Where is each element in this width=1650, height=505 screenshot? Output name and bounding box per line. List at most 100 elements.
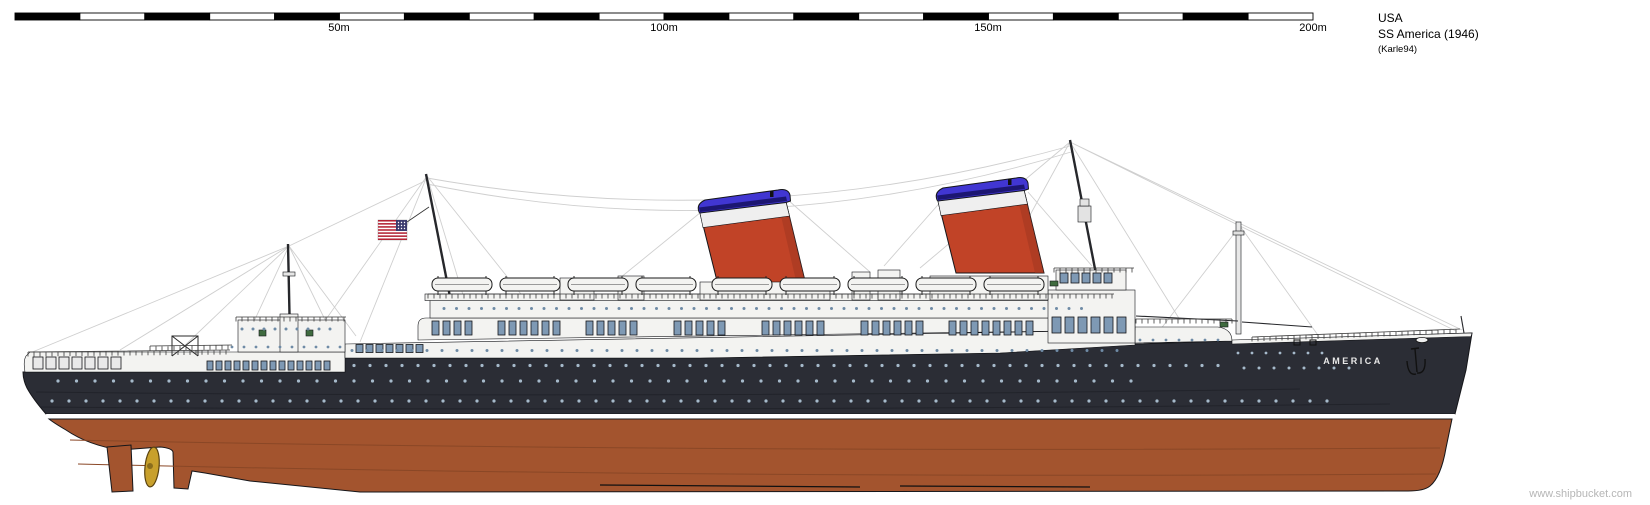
railing bbox=[1135, 318, 1233, 324]
porthole bbox=[1110, 379, 1115, 383]
window bbox=[287, 360, 295, 371]
porthole bbox=[832, 363, 836, 368]
scale-segment bbox=[1247, 12, 1314, 21]
porthole bbox=[518, 379, 523, 383]
porthole bbox=[767, 307, 771, 310]
porthole bbox=[1104, 363, 1108, 368]
scale-segment bbox=[468, 12, 535, 21]
flag-stripe bbox=[378, 223, 407, 225]
winch bbox=[1049, 280, 1059, 287]
porthole bbox=[254, 345, 258, 349]
porthole bbox=[890, 349, 894, 352]
porthole bbox=[400, 363, 404, 368]
porthole bbox=[752, 363, 756, 368]
scale-segment bbox=[533, 12, 600, 21]
porthole bbox=[526, 399, 530, 403]
derrick-boom-tip bbox=[1241, 321, 1313, 328]
boot-topping bbox=[46, 414, 1455, 419]
window bbox=[269, 360, 277, 371]
rigging-lines bbox=[29, 141, 1463, 354]
porthole bbox=[410, 349, 414, 352]
porthole bbox=[517, 307, 521, 310]
funnel-guys bbox=[619, 191, 1093, 279]
window bbox=[45, 356, 57, 370]
porthole-rows bbox=[50, 307, 1351, 403]
porthole bbox=[934, 399, 938, 403]
porthole bbox=[875, 349, 879, 352]
porthole bbox=[1087, 399, 1091, 403]
country-label: USA bbox=[1378, 11, 1403, 25]
porthole bbox=[1308, 399, 1312, 403]
porthole bbox=[628, 399, 632, 403]
porthole bbox=[860, 349, 864, 352]
porthole bbox=[720, 363, 724, 368]
porthole bbox=[1242, 366, 1246, 370]
porthole bbox=[356, 399, 360, 403]
window bbox=[442, 320, 451, 336]
porthole bbox=[273, 327, 277, 331]
porthole bbox=[1056, 363, 1060, 368]
porthole bbox=[717, 307, 721, 310]
porthole bbox=[832, 399, 836, 403]
porthole bbox=[640, 363, 644, 368]
window bbox=[552, 320, 561, 336]
porthole bbox=[370, 379, 375, 383]
scale-segment bbox=[339, 12, 405, 21]
derrick-boom bbox=[1135, 315, 1239, 322]
porthole bbox=[1073, 379, 1078, 383]
porthole bbox=[907, 379, 911, 383]
porthole bbox=[480, 363, 484, 368]
porthole bbox=[768, 363, 772, 368]
porthole bbox=[655, 307, 658, 310]
porthole bbox=[781, 399, 785, 403]
window bbox=[882, 320, 891, 336]
porthole bbox=[710, 349, 714, 352]
porthole bbox=[611, 379, 615, 383]
flag-star bbox=[397, 221, 400, 224]
window bbox=[431, 320, 440, 336]
flag-star bbox=[400, 227, 403, 230]
railing bbox=[27, 349, 231, 357]
porthole bbox=[302, 345, 306, 349]
porthole bbox=[1136, 363, 1140, 368]
porthole bbox=[380, 349, 384, 352]
porthole bbox=[1042, 307, 1046, 310]
flag-star bbox=[400, 221, 403, 224]
porthole bbox=[784, 363, 788, 368]
bridge-block bbox=[1047, 289, 1136, 344]
window bbox=[1103, 272, 1113, 284]
window bbox=[992, 320, 1001, 336]
deck-railings bbox=[27, 267, 1461, 357]
porthole bbox=[1115, 349, 1119, 352]
porthole bbox=[1055, 379, 1059, 383]
porthole bbox=[880, 307, 883, 310]
porthole bbox=[592, 379, 597, 383]
porthole bbox=[407, 399, 411, 403]
porthole bbox=[455, 349, 459, 352]
porthole bbox=[560, 399, 564, 403]
porthole bbox=[1036, 379, 1041, 383]
porthole bbox=[237, 399, 241, 403]
porthole bbox=[617, 307, 621, 310]
porthole bbox=[574, 379, 578, 383]
porthole bbox=[555, 307, 558, 310]
hull-antifouling bbox=[47, 418, 1453, 493]
porthole bbox=[968, 399, 972, 403]
window bbox=[618, 320, 627, 336]
porthole bbox=[528, 363, 532, 368]
porthole bbox=[1236, 351, 1240, 355]
porthole bbox=[713, 399, 717, 403]
porthole bbox=[111, 379, 116, 383]
porthole bbox=[56, 379, 60, 383]
porthole bbox=[928, 363, 932, 368]
porthole bbox=[1018, 379, 1022, 383]
porthole bbox=[204, 379, 208, 383]
winch bbox=[258, 329, 267, 337]
winch bbox=[305, 329, 314, 337]
porthole bbox=[1200, 363, 1204, 368]
porthole bbox=[845, 349, 849, 352]
porthole bbox=[611, 399, 615, 403]
porthole bbox=[259, 379, 264, 383]
porthole bbox=[241, 379, 245, 383]
